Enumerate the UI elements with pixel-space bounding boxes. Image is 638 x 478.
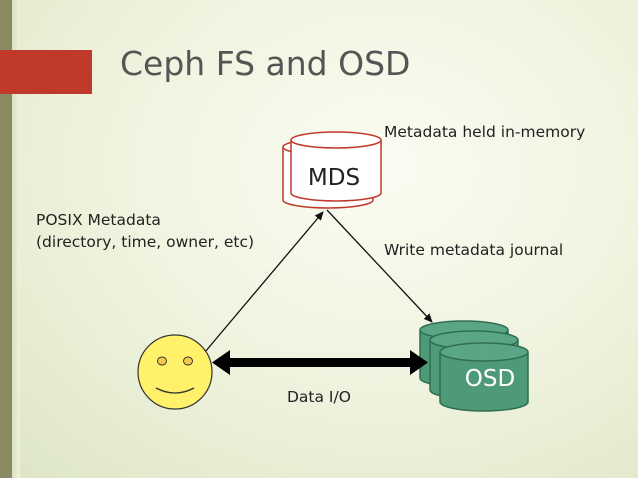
metadata-memory-label: Metadata held in-memory [384, 123, 586, 141]
slide-title: Ceph FS and OSD [120, 44, 411, 83]
smiley-client-icon [137, 334, 213, 410]
posix-metadata-label: POSIX Metadata [36, 211, 161, 229]
mds-cylinder-stack-icon [282, 131, 382, 209]
slide-sidebar [0, 0, 12, 478]
osd-cylinder-stack-icon [419, 320, 529, 412]
write-journal-label: Write metadata journal [384, 241, 564, 259]
data-io-label: Data I/O [287, 388, 351, 406]
slide-sidebar-accent [12, 0, 20, 478]
posix-metadata-detail: (directory, time, owner, etc) [36, 233, 255, 251]
osd-label: OSD [464, 366, 516, 392]
data-io-arrow [212, 350, 428, 375]
title-accent-tab [0, 50, 92, 94]
mds-label: MDS [307, 165, 361, 191]
client-to-mds-arrow [196, 211, 324, 361]
mds-to-osd-arrow [326, 209, 433, 323]
